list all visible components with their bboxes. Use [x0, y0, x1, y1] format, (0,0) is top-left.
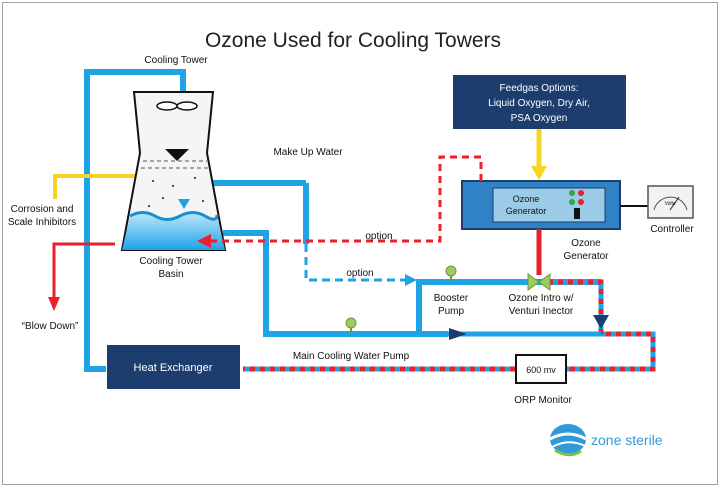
- feedgas-arrow: [531, 166, 547, 180]
- label-controller: Controller: [650, 224, 694, 235]
- process-diagram: Ozone Used for Cooling Towers: [8, 29, 694, 457]
- label-corrosion-2: Scale Inhibitors: [8, 217, 76, 228]
- label-cooling-tower: Cooling Tower: [144, 55, 208, 66]
- orp-value: 600 mv: [526, 365, 556, 375]
- label-option-upper: option: [365, 231, 392, 242]
- orp-monitor: 600 mv: [515, 354, 567, 384]
- cooling-tower: [120, 91, 227, 251]
- label-makeup-water: Make Up Water: [273, 147, 343, 158]
- gauge-volts-label: Volts: [665, 201, 676, 207]
- merge-arrow: [593, 315, 609, 329]
- generator-inner-line-2: Generator: [506, 206, 547, 216]
- zone-sterile-logo: zone sterile: [549, 424, 663, 457]
- feedgas-line-2: Liquid Oxygen, Dry Air,: [488, 98, 590, 109]
- label-ozone-generator-1: Ozone: [571, 238, 601, 249]
- label-ozone-intro-2: Venturi Inector: [509, 306, 574, 317]
- feedgas-line-3: PSA Oxygen: [511, 113, 568, 124]
- controller-gauge: Volts: [647, 185, 694, 219]
- generator-inner-line-1: Ozone: [513, 194, 540, 204]
- label-main-pump: Main Cooling Water Pump: [293, 351, 410, 362]
- label-orp-monitor: ORP Monitor: [514, 395, 572, 406]
- ozonated-water-lines: [243, 279, 656, 372]
- label-ozone-intro-1: Ozone Intro w/: [508, 293, 573, 304]
- venturi-injector: [527, 273, 551, 291]
- label-blow-down: “Blow Down”: [22, 321, 79, 332]
- label-basin-2: Basin: [158, 269, 183, 280]
- label-option-lower: option: [346, 268, 373, 279]
- makeup-option-arrow: [405, 274, 417, 286]
- label-corrosion-1: Corrosion and: [11, 204, 74, 215]
- logo-text: zone sterile: [591, 432, 663, 448]
- label-basin-1: Cooling Tower: [139, 256, 203, 267]
- diagram-title: Ozone Used for Cooling Towers: [205, 29, 501, 52]
- heat-exchanger-label: Heat Exchanger: [134, 362, 213, 374]
- main-cooling-pump: [345, 317, 357, 334]
- feedgas-line-1: Feedgas Options:: [500, 83, 579, 94]
- feedgas-box: Feedgas Options: Liquid Oxygen, Dry Air,…: [453, 75, 626, 129]
- blowdown-arrow: [48, 297, 60, 311]
- ozone-option-arrow: [197, 234, 211, 248]
- ozone-option-upper-line: [211, 155, 483, 243]
- main-flow-arrow: [449, 328, 467, 340]
- ozone-generator: Ozone Generator: [461, 180, 621, 230]
- label-booster-1: Booster: [434, 293, 469, 304]
- heat-exchanger: Heat Exchanger: [107, 345, 240, 389]
- label-ozone-generator-2: Generator: [563, 251, 609, 262]
- booster-pump: [445, 265, 457, 282]
- blowdown-line: [52, 242, 115, 299]
- label-booster-2: Pump: [438, 306, 465, 317]
- makeup-arrow: [178, 199, 190, 209]
